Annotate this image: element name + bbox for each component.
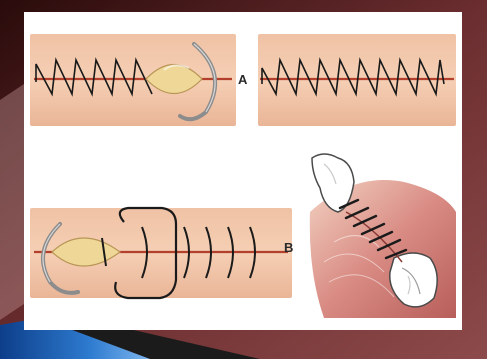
panel-a-left xyxy=(30,34,236,126)
suture-illustration: A B xyxy=(24,12,462,330)
panel-b-left xyxy=(30,208,292,298)
panel-a-right xyxy=(258,34,456,126)
figure-slide: A B xyxy=(24,12,462,330)
figure-label-a: A xyxy=(238,72,248,87)
panel-b-right xyxy=(308,152,456,318)
figure-label-b: B xyxy=(284,240,293,255)
